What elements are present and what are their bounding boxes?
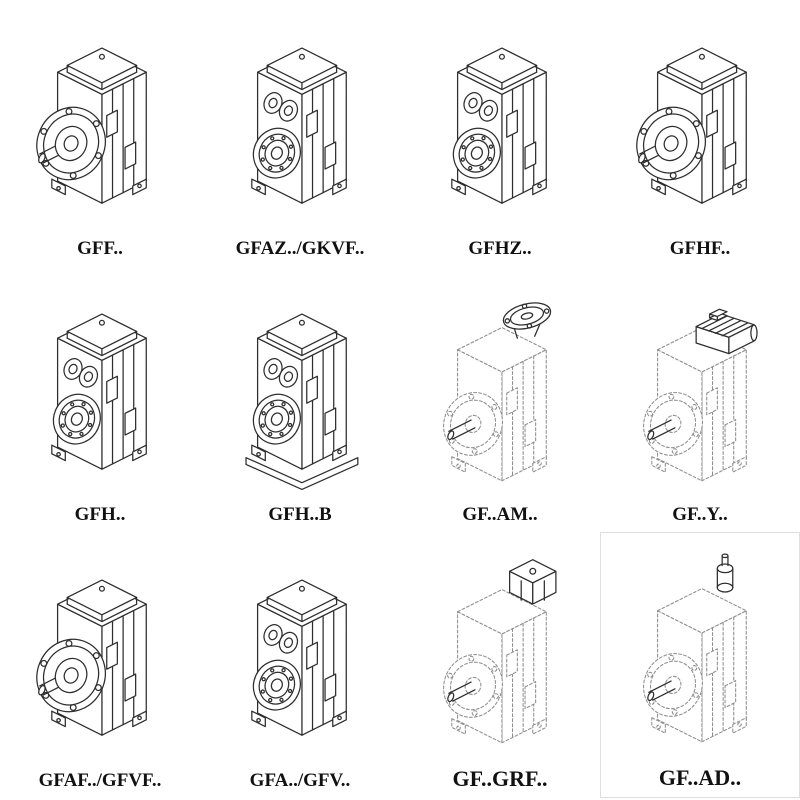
catalog-cell-gfhf: GFHF.. (600, 0, 800, 266)
drawing-gfhz (400, 0, 600, 236)
gearbox-hollow-shaft-drawing-icon (444, 47, 547, 204)
model-label: GFAF../GFVF.. (38, 770, 162, 791)
catalog-cell-gfa-gfv: GFA../GFV.. (200, 532, 400, 798)
model-label: GF..AD.. (658, 765, 742, 790)
gearbox-flange-shaft-drawing-icon (24, 579, 147, 736)
drawing-gff (0, 0, 200, 236)
model-label: GFHZ.. (468, 238, 532, 259)
catalog-cell-gfh: GFH.. (0, 266, 200, 532)
drawing-gf-am (400, 266, 600, 502)
gearbox-flange-shaft-drawing-icon (624, 47, 747, 204)
catalog-cell-gf-y: GF..Y.. (600, 266, 800, 532)
drawing-gfa-gfv (200, 532, 400, 768)
catalog-cell-gfaz-gkvf: GFAZ../GKVF.. (200, 0, 400, 266)
gearbox-hollow-shaft-drawing-icon (44, 313, 147, 470)
drawing-gf-y (600, 266, 800, 502)
model-label: GFHF.. (669, 238, 731, 259)
gearbox-hollow-shaft-base-drawing-icon (244, 313, 359, 491)
gearbox-flange-shaft-drawing-icon (24, 47, 147, 204)
drawing-gfaf-gfvf (0, 532, 200, 768)
model-label: GF..GRF.. (452, 766, 548, 791)
model-label: GF..Y.. (672, 504, 728, 525)
catalog-cell-gf-ad: GF..AD.. (600, 532, 800, 798)
gearbox-hollow-shaft-drawing-icon (244, 47, 347, 204)
catalog-cell-gf-am: GF..AM.. (400, 266, 600, 532)
model-label: GFH.. (74, 504, 126, 525)
gearbox-motor-flange-phantom-drawing-icon (433, 297, 554, 482)
catalog-cell-gfh-b: GFH..B (200, 266, 400, 532)
model-label: GF..AM.. (462, 504, 538, 525)
gearbox-hollow-shaft-drawing-icon (244, 579, 347, 736)
drawing-gfh-b (200, 266, 400, 502)
gearbox-motor-phantom-drawing-icon (633, 308, 758, 482)
model-label: GFA../GFV.. (249, 770, 351, 791)
catalog-cell-gf-grf: GF..GRF.. (400, 532, 600, 798)
catalog-cell-gff: GFF.. (0, 0, 200, 266)
drawing-gfhf (600, 0, 800, 236)
model-label: GFH..B (268, 504, 332, 525)
model-label: GFAZ../GKVF.. (235, 238, 365, 259)
drawing-gf-grf (400, 532, 600, 764)
catalog-cell-gfhz: GFHZ.. (400, 0, 600, 266)
drawing-gfaz-gkvf (200, 0, 400, 236)
catalog-cell-gfaf-gfvf: GFAF../GFVF.. (0, 532, 200, 798)
drawing-gfh (0, 266, 200, 502)
drawing-gf-ad (601, 533, 799, 763)
gearbox-adapter-phantom-drawing-icon (433, 559, 557, 744)
model-label: GFF.. (77, 238, 123, 259)
gearbox-input-shaft-phantom-drawing-icon (633, 553, 747, 743)
